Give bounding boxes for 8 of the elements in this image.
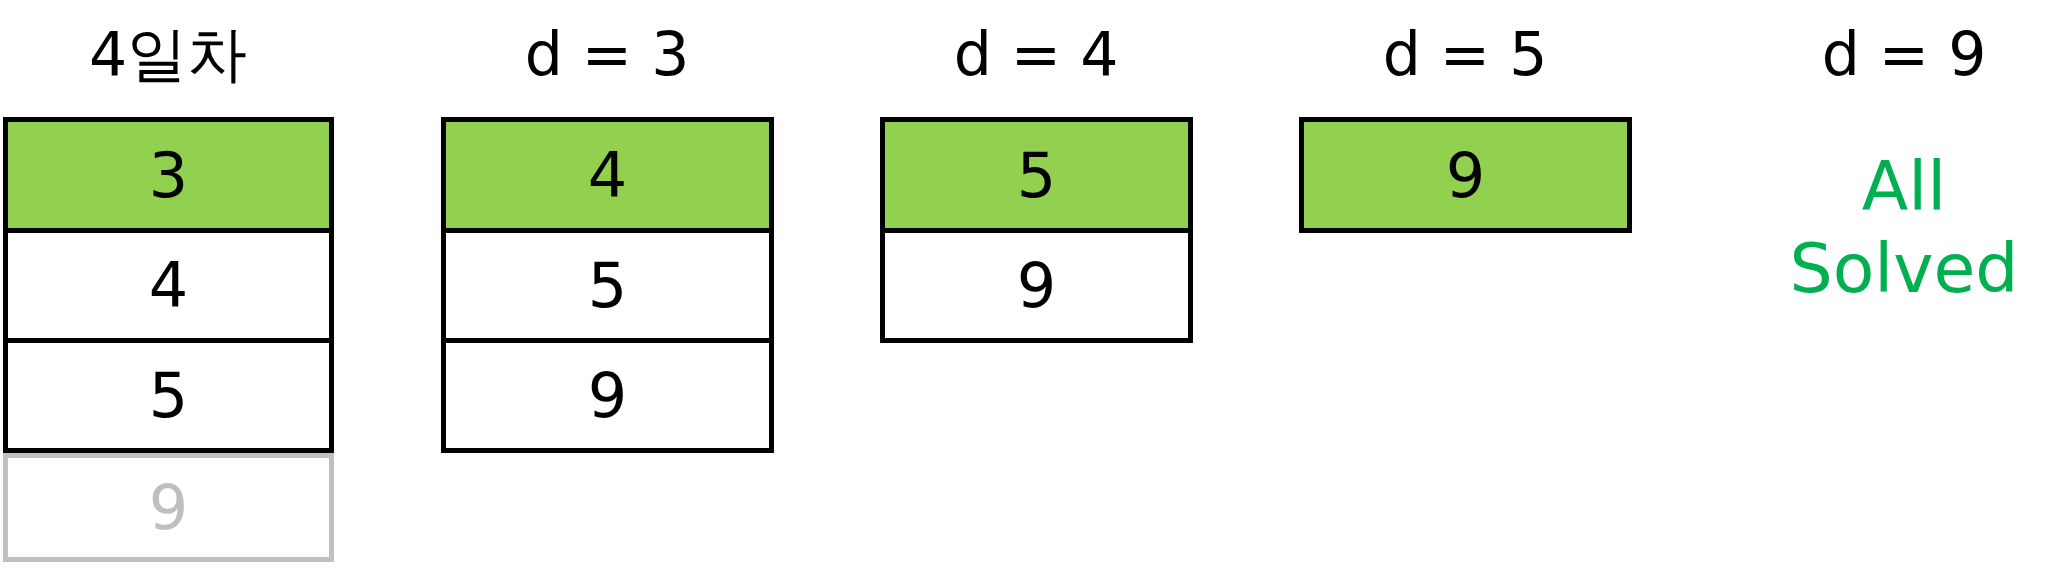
day-heading: 4일차 (87, 18, 249, 90)
step-heading: d = 9 (1820, 18, 1988, 90)
status-text: All Solved (1789, 146, 2019, 310)
step-heading: d = 3 (523, 18, 691, 90)
highlighted-cell: 9 (1299, 117, 1632, 233)
faded-cell: 9 (3, 453, 334, 562)
step-heading: d = 5 (1381, 18, 1549, 90)
step-heading: d = 4 (952, 18, 1120, 90)
